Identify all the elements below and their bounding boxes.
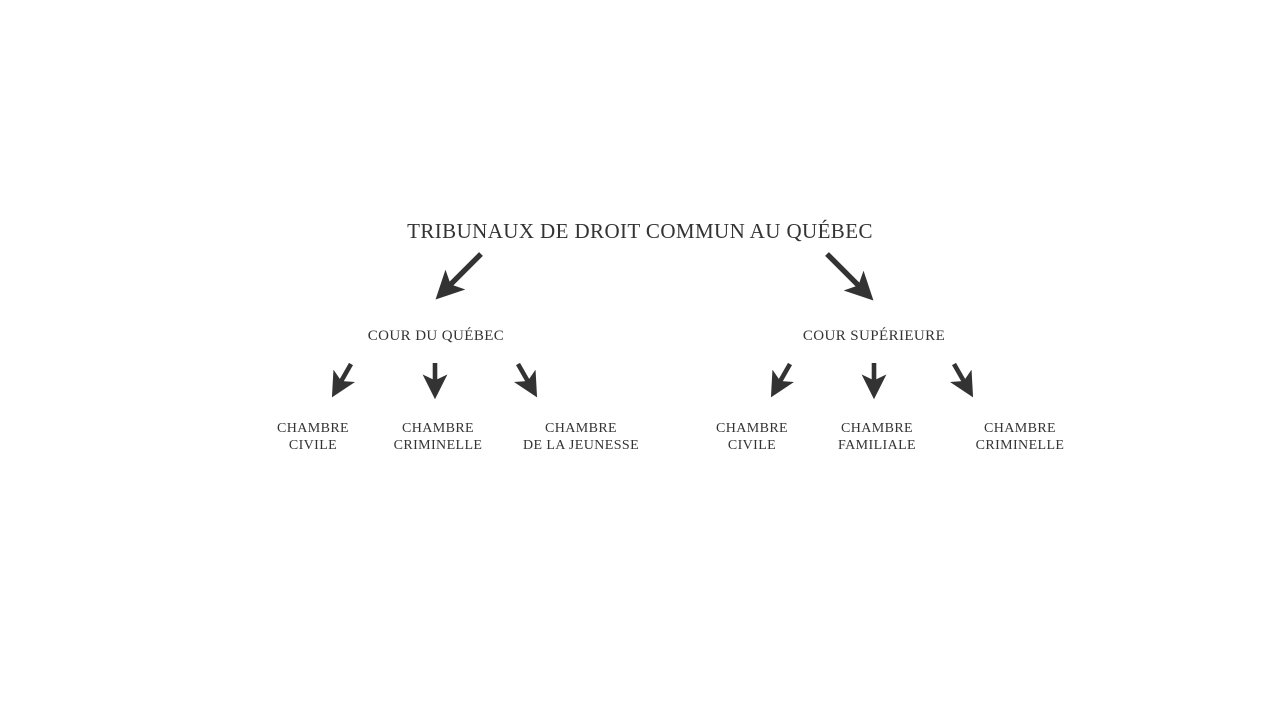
leaf-node-cour-du-quebec-chambre-de-la-jeunesse: CHAMBRE DE LA JEUNESSE [481, 420, 681, 454]
leaf-line-2: FAMILIALE [838, 438, 916, 454]
leaf-line-2: CIVILE [727, 438, 777, 454]
leaf-line-2: CIVILE [288, 438, 338, 454]
leaf-node-cour-du-quebec-chambre-criminelle: CHAMBRE CRIMINELLE [338, 420, 538, 454]
arrow-cour-superieure-to-chambre-criminelle [949, 362, 974, 398]
leaf-line-1: CHAMBRE [715, 421, 789, 436]
arrow-cour-du-quebec-to-chambre-civile [331, 362, 356, 398]
leaf-node-cour-superieure-chambre-familiale: CHAMBRE FAMILIALE [777, 420, 977, 454]
leaf-line-2: CRIMINELLE [975, 438, 1065, 454]
arrow-cour-superieure-to-chambre-civile [770, 362, 795, 398]
root-node-label: TRIBUNAUX DE DROIT COMMUN AU QUÉBEC [407, 219, 873, 243]
leaf-node-cour-superieure-chambre-civile: CHAMBRE CIVILE [652, 420, 852, 454]
leaf-node-cour-superieure-chambre-criminelle: CHAMBRE CRIMINELLE [920, 420, 1120, 454]
arrow-cour-du-quebec-to-chambre-de-la-jeunesse [513, 362, 538, 398]
leaf-line-2: DE LA JEUNESSE [522, 438, 640, 454]
arrow-root-to-cour-du-quebec [435, 252, 483, 300]
leaf-node-cour-du-quebec-chambre-civile: CHAMBRE CIVILE [213, 420, 413, 454]
leaf-line-1: CHAMBRE [983, 421, 1057, 436]
leaf-line-1: CHAMBRE [840, 421, 914, 436]
arrow-root-to-cour-superieure [825, 252, 874, 301]
leaf-line-1: CHAMBRE [401, 421, 475, 436]
leaf-line-1: CHAMBRE [276, 421, 350, 436]
branch-node-cour-du-quebec: COUR DU QUÉBEC [367, 328, 505, 344]
branch-node-cour-superieure: COUR SUPÉRIEURE [802, 328, 946, 344]
leaf-line-2: CRIMINELLE [393, 438, 483, 454]
leaf-line-1: CHAMBRE [544, 421, 618, 436]
